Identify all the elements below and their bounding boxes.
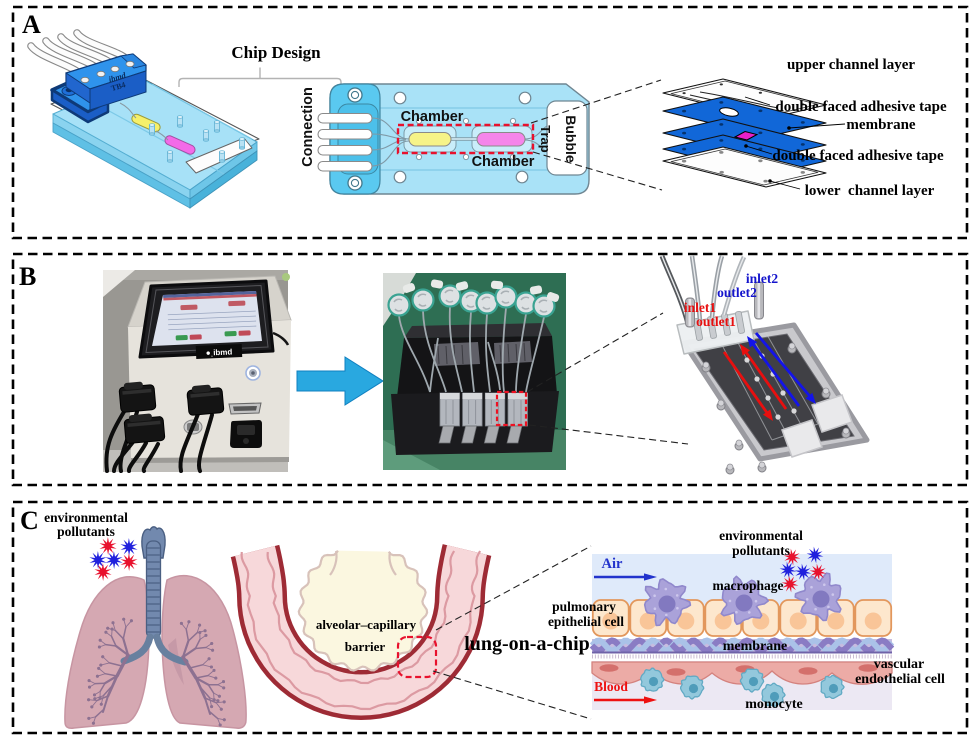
svg-text:Connection: Connection — [300, 87, 316, 167]
svg-text:upper channel layer: upper channel layer — [787, 57, 915, 73]
svg-text:A: A — [22, 10, 41, 39]
svg-text:outlet2: outlet2 — [717, 285, 757, 300]
svg-text:●ˌibmd: ●ˌibmd — [206, 347, 233, 357]
svg-text:Air: Air — [602, 556, 624, 572]
svg-text:endothelial cell: endothelial cell — [855, 672, 945, 687]
svg-text:Trap: Trap — [538, 125, 553, 153]
svg-text:lung-on-a-chip: lung-on-a-chip — [464, 633, 590, 655]
svg-text:outlet1: outlet1 — [696, 314, 736, 329]
svg-text:Bubble: Bubble — [563, 115, 579, 163]
svg-text:Chamber: Chamber — [472, 154, 535, 170]
svg-text:inlet2: inlet2 — [746, 271, 778, 286]
svg-text:pulmonary: pulmonary — [552, 599, 616, 614]
svg-text:membrane: membrane — [846, 117, 915, 133]
svg-text:inlet1: inlet1 — [684, 300, 716, 315]
svg-text:environmental: environmental — [719, 528, 803, 543]
svg-text:environmental: environmental — [44, 510, 128, 525]
svg-text:barrier: barrier — [345, 639, 386, 654]
svg-text:membrane: membrane — [723, 639, 788, 654]
svg-text:C: C — [20, 506, 39, 535]
svg-text:vascular: vascular — [874, 657, 925, 672]
svg-text:double faced adhesive tape: double faced adhesive tape — [772, 148, 944, 164]
svg-text:B: B — [19, 262, 36, 291]
svg-text:alveolar–capillary: alveolar–capillary — [316, 617, 417, 632]
svg-text:Chamber: Chamber — [401, 109, 464, 125]
svg-text:lower channel layer: lower channel layer — [805, 183, 935, 199]
svg-text:double faced adhesive tape: double faced adhesive tape — [775, 99, 947, 115]
svg-text:TB4: TB4 — [110, 80, 127, 93]
svg-text:epithelial cell: epithelial cell — [548, 614, 624, 629]
svg-text:pollutants: pollutants — [57, 524, 115, 539]
svg-text:Blood: Blood — [594, 679, 628, 694]
svg-text:Chip Design: Chip Design — [231, 43, 321, 62]
svg-text:pollutants: pollutants — [732, 543, 790, 558]
svg-text:monocyte: monocyte — [745, 697, 803, 712]
svg-text:macrophage: macrophage — [713, 578, 784, 593]
